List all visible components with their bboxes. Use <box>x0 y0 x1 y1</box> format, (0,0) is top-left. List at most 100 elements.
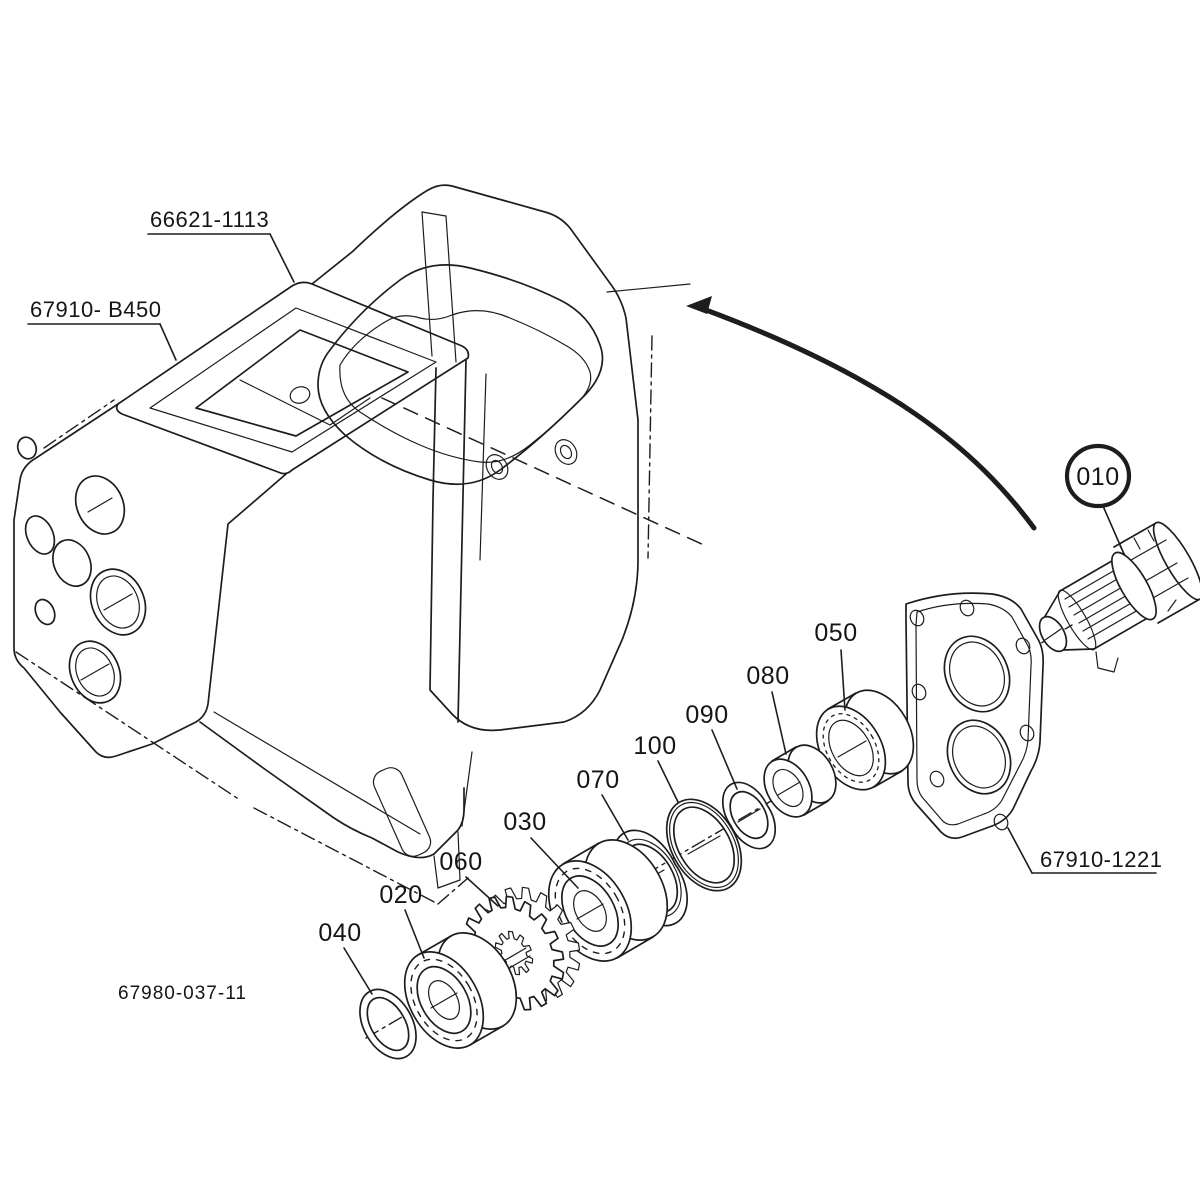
phantom-line <box>647 335 653 559</box>
ring-center-tick <box>687 835 721 855</box>
pillar-edge <box>445 215 457 363</box>
collar-top-edge <box>771 746 797 762</box>
callout-number-text: 070 <box>576 766 619 794</box>
callout-070: 070 <box>576 766 629 841</box>
callout-050: 050 <box>814 619 857 711</box>
shaft-tab <box>1095 651 1119 673</box>
ball-bearing-030 <box>547 839 669 962</box>
case-boss <box>289 386 311 404</box>
ring-100 <box>665 798 743 892</box>
seal-bottom-edge <box>873 770 903 788</box>
leader-line <box>601 794 629 841</box>
callout-number-text: 100 <box>633 732 676 760</box>
bore-center-tick <box>87 497 113 513</box>
callout-020: 020 <box>379 881 425 959</box>
coupler-bottom-edge <box>1157 598 1200 624</box>
coupler-top-edge <box>1113 522 1157 548</box>
leader-line <box>465 876 499 907</box>
label-gear-case: 67910- B450 <box>27 297 177 361</box>
callout-040: 040 <box>318 919 373 995</box>
cover-opening-bore <box>952 725 1006 789</box>
callout-090: 090 <box>685 701 738 790</box>
callout-number-text: 040 <box>318 919 361 947</box>
shaft-collar <box>1111 551 1157 621</box>
face-bore <box>16 436 38 460</box>
coupler-notch <box>1147 529 1155 542</box>
seal-bore <box>828 719 874 777</box>
label-cover: 67910-1221 <box>1007 827 1162 874</box>
gear-case-top-opening <box>195 329 409 437</box>
gear-bore-hatch <box>505 955 531 971</box>
spline-bottom-edge <box>1093 615 1152 650</box>
leader-line <box>159 323 177 361</box>
assembly-direction-arrow <box>703 307 1037 531</box>
housing-edge-line <box>606 283 691 293</box>
cover-opening <box>946 719 1012 795</box>
bolt-hole <box>911 683 927 701</box>
leader-line <box>1102 505 1125 555</box>
face-bore <box>89 568 147 636</box>
cover-opening <box>943 635 1011 713</box>
case-corner-edge <box>479 373 487 561</box>
face-bore-step <box>96 575 140 629</box>
phantom-line <box>43 399 115 449</box>
leader-line <box>711 729 738 790</box>
callout-060: 060 <box>439 848 499 907</box>
part-number-text: 67910- B450 <box>30 297 162 322</box>
part-number-text: 66621-1113 <box>150 207 269 232</box>
snap-ring-040 <box>359 988 417 1060</box>
tip-bottom-edge <box>1062 648 1095 651</box>
deck-boss-hole <box>490 459 504 475</box>
callout-number-text: 060 <box>439 848 482 876</box>
collar-front-face <box>763 758 813 818</box>
callout-number-text: 030 <box>503 808 546 836</box>
phantom-line <box>253 807 439 905</box>
bolt-hole <box>959 599 975 617</box>
phantom-line <box>437 877 469 905</box>
leader-line <box>269 233 295 283</box>
bearing-inner-race <box>416 965 472 1035</box>
face-bore <box>24 515 56 555</box>
coupler-notch <box>1167 599 1177 612</box>
tip-top-edge <box>1043 590 1061 619</box>
collar-center-tick <box>777 781 801 796</box>
ring-annulus <box>665 798 743 892</box>
bolt-hole <box>1015 637 1031 655</box>
bolt-hole <box>1019 724 1035 742</box>
bore-center-tick <box>80 663 110 681</box>
gear-case-top-flange <box>115 281 470 475</box>
leader-line <box>771 691 787 755</box>
snap-ring-annulus <box>359 988 417 1060</box>
case-corner-edge <box>457 359 467 723</box>
bearing-bottom-edge <box>616 936 654 959</box>
coupler-end-cap <box>1152 521 1200 601</box>
label-clutch-housing: 66621-1113 <box>147 207 295 283</box>
collar-bore <box>772 768 804 808</box>
seal-lip-serrations <box>822 713 880 783</box>
figure-number-text: 67980-037-11 <box>118 983 247 1004</box>
deck-boss <box>554 439 578 465</box>
body-edge <box>461 751 473 827</box>
leader-line <box>530 837 579 889</box>
bore-center-tick <box>103 593 133 611</box>
part-number-text: 67910-1221 <box>1040 847 1162 872</box>
labels-layer: 66621-1113 67910- B450 67910-1221 67980-… <box>27 207 1162 1004</box>
clutch-housing-gasket-line <box>339 310 592 463</box>
pto-shaft <box>1038 521 1200 673</box>
deck-boss <box>485 454 509 480</box>
gear-bore-hatch <box>501 947 527 963</box>
leader-line <box>657 760 679 803</box>
bolt-hole <box>929 770 945 788</box>
case-foot <box>433 831 461 889</box>
ball-bearing-020 <box>403 932 518 1049</box>
callout-100: 100 <box>633 732 679 803</box>
arrowhead-icon <box>686 296 712 314</box>
transmission-housing-illustration <box>13 184 707 905</box>
clutch-housing-outline <box>311 184 639 732</box>
body-slot <box>372 767 432 857</box>
face-bore <box>52 539 92 587</box>
bearing-center-tick <box>576 903 604 920</box>
bolt-hole <box>993 813 1009 831</box>
